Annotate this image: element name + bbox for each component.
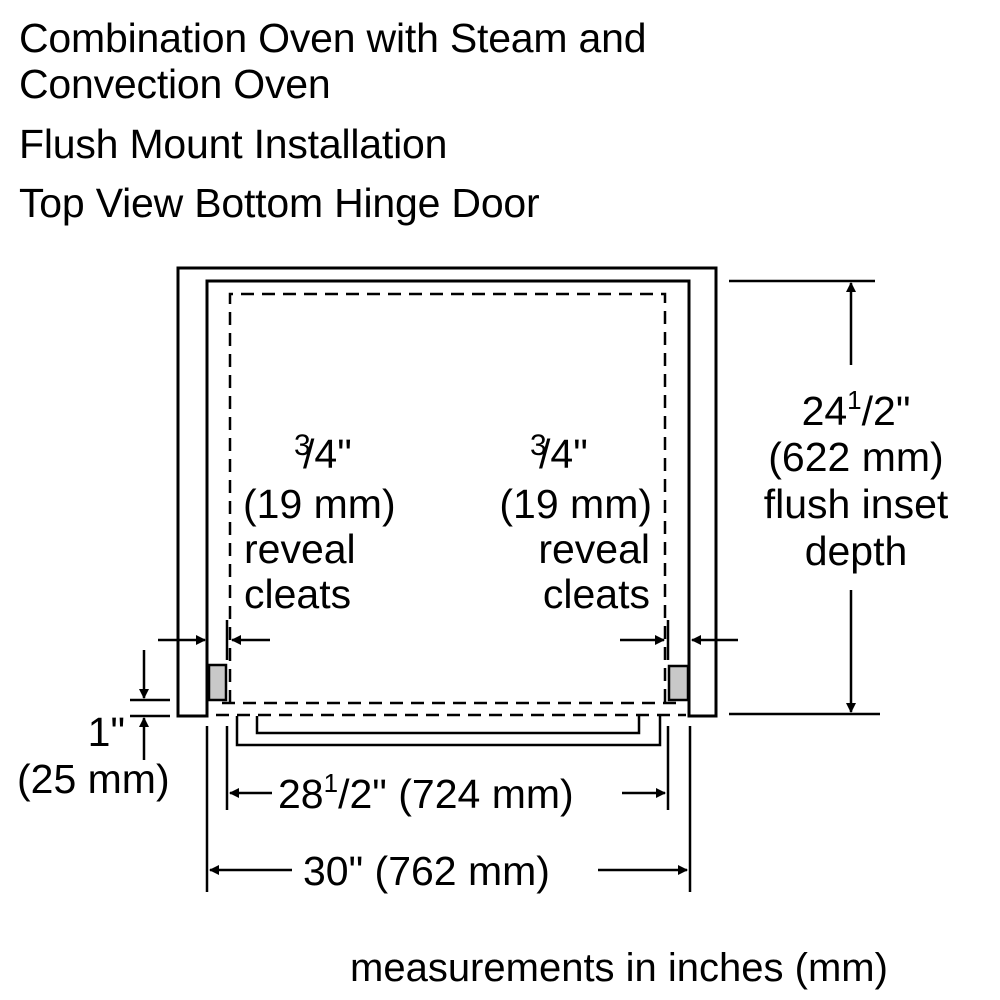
svg-text:/4": /4" [303, 431, 352, 477]
right-reveal-label-1: reveal [538, 526, 650, 572]
right-reveal-dimension [620, 620, 738, 660]
door-offset-label: 1" (25 mm) [17, 709, 170, 802]
door-offset-dimension [130, 650, 170, 760]
left-reveal-mm: (19 mm) [243, 481, 396, 527]
inner-width-label: 281/2" (724 mm) [278, 768, 574, 817]
title-line-4: Top View Bottom Hinge Door [19, 180, 540, 226]
left-reveal-cleat [207, 663, 228, 702]
title-line-2: Convection Oven [19, 61, 331, 107]
left-reveal-label-2: cleats [244, 571, 351, 617]
depth-label-1: flush inset [764, 481, 949, 527]
oven-outline-dashed [216, 292, 686, 717]
svg-text:3: 3 [530, 429, 547, 462]
title-line-1: Combination Oven with Steam and [19, 15, 647, 61]
left-reveal-dimension [158, 620, 270, 660]
depth-label: 241/2" (622 mm) flush inset depth [764, 385, 949, 574]
depth-mm: (622 mm) [768, 434, 943, 480]
svg-text:241/2": 241/2" [802, 385, 911, 434]
width-extension-lines [205, 726, 692, 892]
door-offset-inch: 1" [88, 709, 125, 755]
right-reveal-mm: (19 mm) [499, 481, 652, 527]
left-reveal-label-1: reveal [244, 526, 356, 572]
depth-whole: 24 [802, 388, 848, 434]
cabinet-frame [176, 266, 718, 718]
depth-dimension [729, 279, 880, 716]
title-line-3: Flush Mount Installation [19, 121, 448, 167]
outer-width-label: 30" (762 mm) [303, 848, 550, 894]
door-offset-mm: (25 mm) [17, 756, 170, 802]
left-reveal-label: 3 /4" (19 mm) reveal cleats [243, 429, 396, 617]
svg-text:/4": /4" [539, 431, 588, 477]
right-reveal-label: 3 /4" (19 mm) reveal cleats [499, 429, 652, 617]
depth-label-2: depth [805, 528, 908, 574]
right-reveal-cleat [667, 664, 690, 702]
right-reveal-label-2: cleats [543, 571, 650, 617]
svg-text:3: 3 [294, 429, 311, 462]
door-profile [235, 716, 662, 747]
measurement-units-note: measurements in inches (mm) [350, 946, 888, 990]
